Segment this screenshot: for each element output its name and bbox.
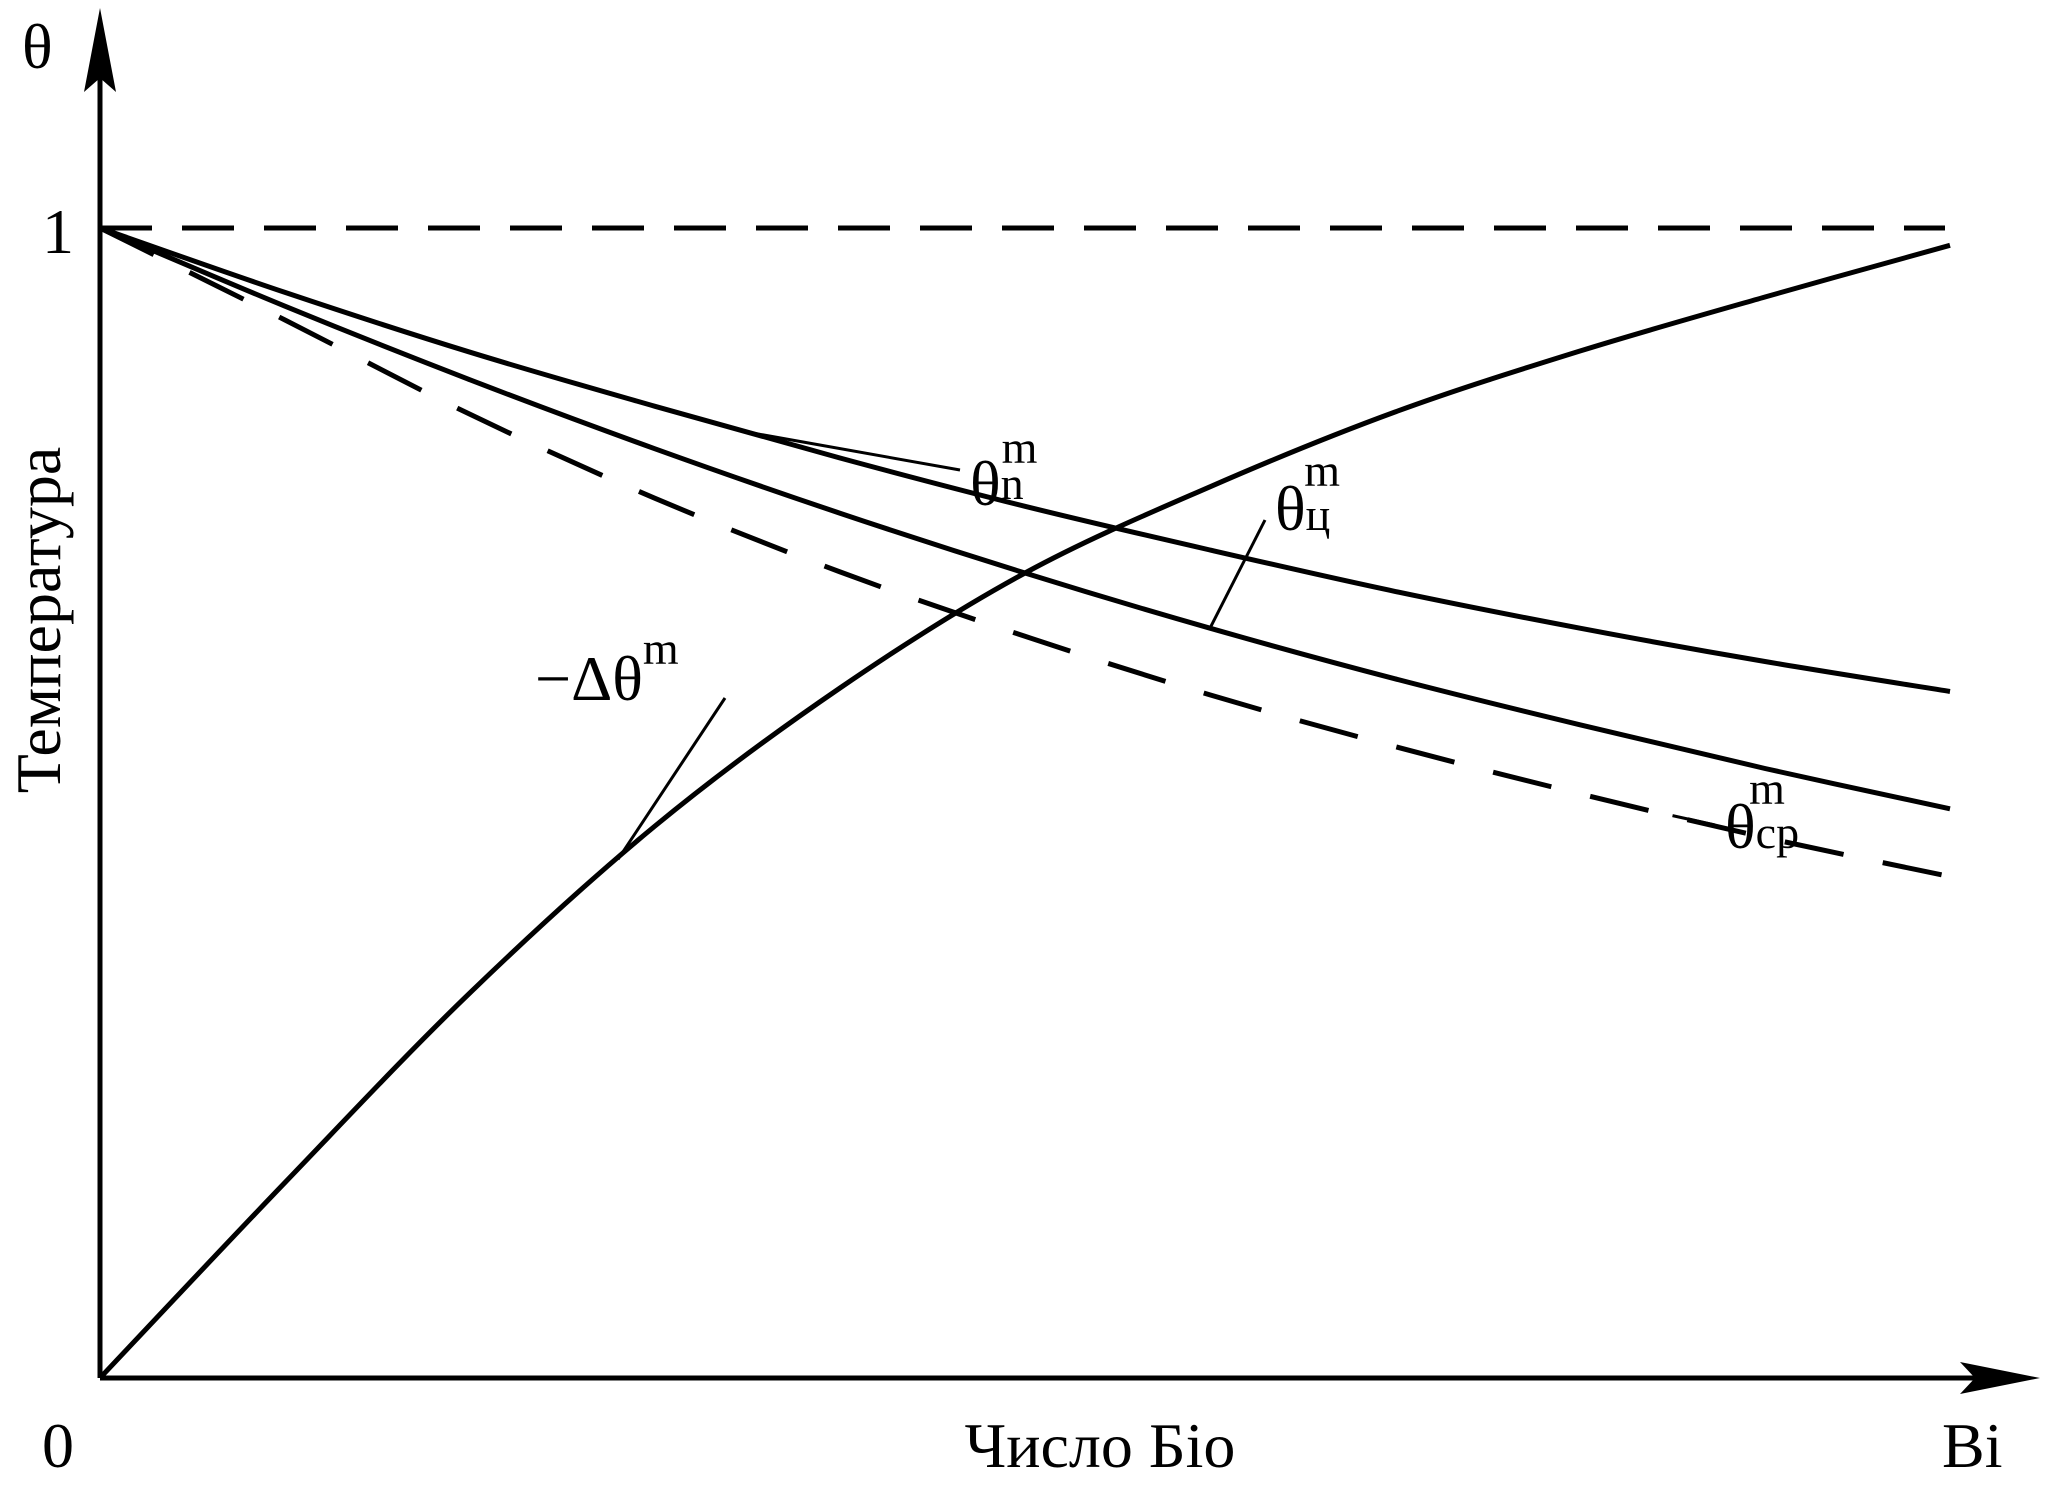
curve-label-sub: cp [1756, 807, 1799, 858]
curve-label-sub: ц [1306, 489, 1331, 540]
leader-line-theta-cp [1672, 814, 1716, 827]
x-tick-label-0: 0 [42, 1410, 74, 1481]
leader-line-minus-delta-theta [616, 697, 727, 861]
curve-label-symbol: θ [1725, 791, 1756, 862]
y-tick-label-1: 1 [42, 196, 74, 267]
curve-label-theta-cp: θcpm [1725, 763, 1799, 862]
x-axis-symbol: Bi [1942, 1410, 2002, 1481]
series-theta-cp [98, 225, 1951, 880]
series-minus-delta-theta [98, 242, 1951, 1380]
series-theta-c [99, 225, 1951, 812]
curve-label-theta-n: θnm [970, 422, 1038, 519]
y-axis-arrow [84, 8, 116, 92]
curve-label-symbol: θ [1275, 473, 1306, 544]
curve-label-sup: m [1304, 445, 1340, 496]
y-axis-label: Температура [3, 447, 74, 794]
curve-label-theta-c: θцm [1275, 445, 1340, 544]
x-axis-arrow [1960, 1362, 2040, 1394]
y-axis-symbol: θ [22, 11, 53, 82]
leader-line-theta-c [1208, 519, 1267, 629]
curve-label-minus-delta-theta: −Δθm [535, 623, 679, 714]
series-theta-n [99, 225, 1951, 694]
curve-label-sup: m [643, 623, 679, 674]
curve-label-sup: m [1749, 763, 1785, 814]
leader-line-theta-n [747, 430, 961, 472]
curve-label-sub: n [1001, 458, 1024, 509]
curve-label-sup: m [1002, 422, 1038, 473]
curve-label-symbol: θ [970, 448, 1001, 519]
x-axis-label: Число Біо [965, 1410, 1236, 1481]
curve-label-symbol: −Δθ [535, 643, 643, 714]
